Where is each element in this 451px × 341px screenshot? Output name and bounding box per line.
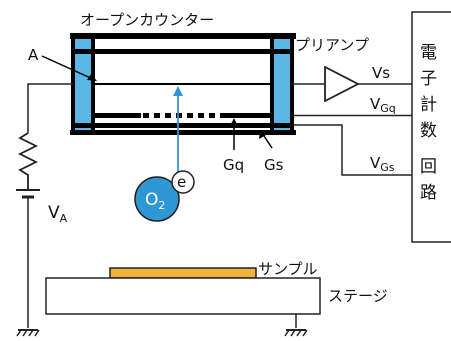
vs-label: Vs: [372, 64, 390, 82]
electron-icon: [171, 170, 195, 194]
circuit-char-1: 電: [420, 43, 437, 63]
gq-grid-right: [222, 113, 272, 118]
preamp-label: プリアンプ: [295, 36, 369, 54]
sample: [109, 267, 257, 279]
sample-label: サンプル: [258, 260, 318, 278]
gq-label: Gq: [223, 156, 244, 174]
ground-left-hatch-1: [16, 329, 22, 337]
electrode-a-label: A: [28, 46, 39, 64]
circuit-char-2: 子: [420, 69, 437, 89]
counter-top-electrode: [73, 49, 292, 54]
electrode-a-arrowhead: [87, 74, 97, 81]
electronic-circuit-box: [411, 11, 451, 243]
ground-right-hatch-3: [296, 329, 302, 337]
gq-grid-left: [93, 113, 141, 118]
photoelectron-arrowhead: [173, 86, 183, 96]
circuit-char-3: 計: [420, 95, 437, 115]
ground-right-hatch-4: [302, 329, 308, 337]
resistor-zigzag: [17, 132, 39, 190]
preamp-triangle-icon: [324, 65, 360, 103]
ground-left-hatch-2: [22, 329, 28, 337]
vgq-label: VGq: [370, 95, 396, 115]
ground-left-hatch-4: [34, 329, 40, 337]
ground-right-hatch-2: [290, 329, 296, 337]
circuit-char-6: 路: [420, 183, 437, 203]
va-label: VA: [48, 203, 68, 225]
open-counter: [70, 33, 296, 135]
counter-top-frame: [70, 33, 296, 39]
vgs-label: VGs: [370, 154, 395, 174]
gq-arrowhead: [230, 118, 238, 126]
gs-label: Gs: [264, 156, 284, 174]
electron-label: e: [177, 173, 186, 191]
hv-circuit: [16, 83, 73, 337]
stage-label: ステージ: [328, 287, 388, 305]
electrode-a-pointer: [41, 55, 96, 81]
hv-wire-top: [27, 83, 73, 133]
o2-label: O2: [145, 190, 165, 212]
o2-molecule-icon: [134, 176, 180, 222]
vgs-wire: [292, 124, 412, 176]
electronic-circuit-label: 電 子 計 数 回 路: [420, 43, 437, 203]
gs-arrowhead: [259, 130, 266, 139]
counter-bottom-frame: [70, 130, 296, 135]
ground-left-hatch-3: [28, 329, 34, 337]
gs-grid-bar: [73, 123, 292, 128]
open-counter-label: オープンカウンター: [80, 11, 214, 29]
circuit-char-5: 回: [420, 157, 437, 177]
ground-right-hatch-1: [284, 329, 290, 337]
circuit-char-4: 数: [420, 121, 437, 141]
stage: [45, 277, 321, 315]
